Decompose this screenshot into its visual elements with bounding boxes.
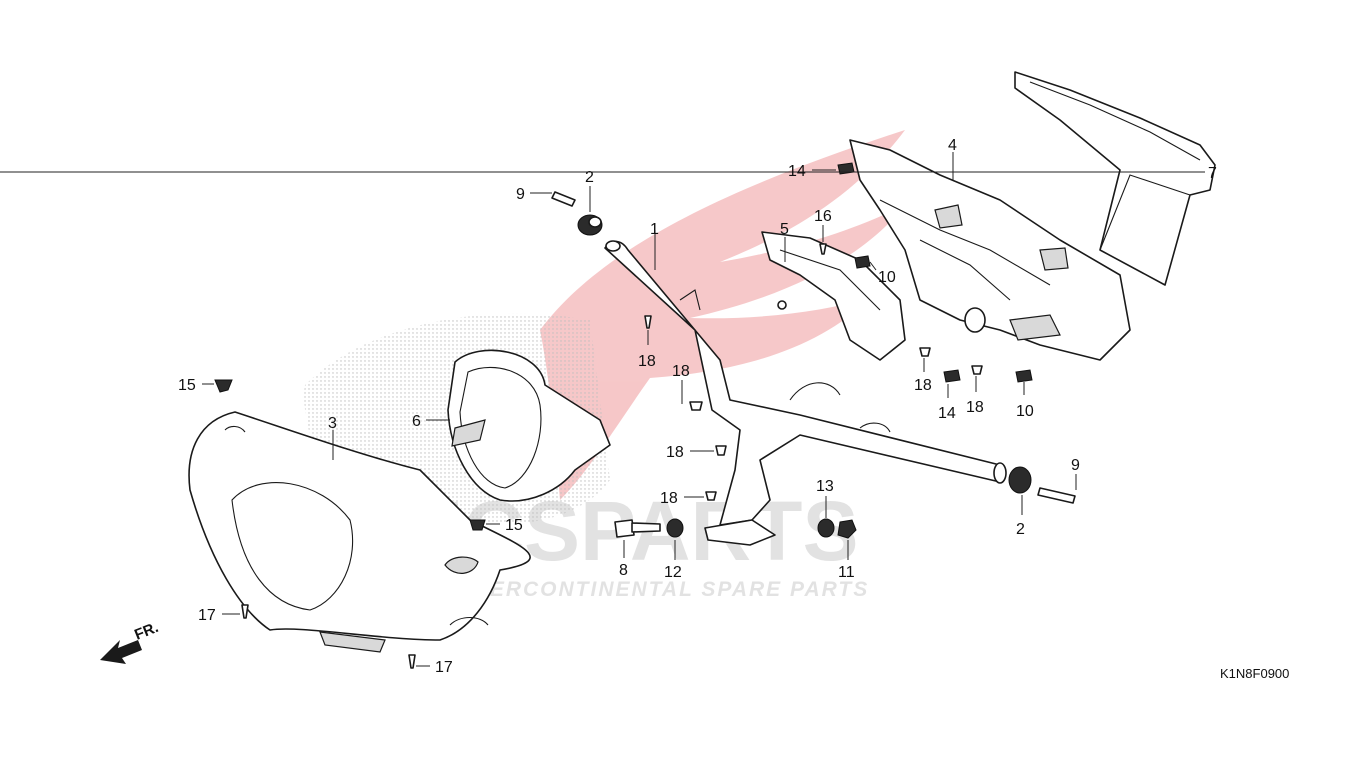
callout-18-a: 18 (638, 353, 656, 370)
diagram-code: K1N8F0900 (1220, 666, 1289, 681)
front-direction-indicator: FR. (100, 619, 161, 664)
callout-16: 16 (814, 208, 832, 225)
callout-17-left: 17 (198, 607, 216, 624)
callout-5: 5 (780, 221, 789, 238)
callout-14-top: 14 (788, 163, 806, 180)
callout-7: 7 (1208, 165, 1217, 182)
callout-10-top: 10 (878, 269, 896, 286)
callout-8: 8 (619, 562, 628, 579)
callout-2-top: 2 (585, 169, 594, 186)
callout-18-c: 18 (666, 444, 684, 461)
callout-3: 3 (328, 415, 337, 432)
callout-18-f: 18 (966, 399, 984, 416)
callout-10-right: 10 (1016, 403, 1034, 420)
callout-14-bottom: 14 (938, 405, 956, 422)
callout-4: 4 (948, 137, 957, 154)
callout-15-center: 15 (505, 517, 523, 534)
rear-handlebar-cover (849, 139, 1131, 361)
callout-15-left: 15 (178, 377, 196, 394)
callout-12: 12 (664, 564, 682, 581)
callout-18-d: 18 (660, 490, 678, 507)
callout-13: 13 (816, 478, 834, 495)
callout-18-e: 18 (914, 377, 932, 394)
callout-17-bottom: 17 (435, 659, 453, 676)
meter-bracket (761, 231, 906, 361)
front-arrow-icon (100, 640, 142, 664)
callout-18-b: 18 (672, 363, 690, 380)
callout-6: 6 (412, 413, 421, 430)
callout-9-top: 9 (516, 186, 525, 203)
fasteners (214, 162, 1076, 669)
callouts: 1 2 2 3 4 5 6 7 8 9 9 10 10 11 12 13 14 … (178, 137, 1217, 676)
top-cover (1014, 71, 1216, 286)
callout-2-right: 2 (1016, 521, 1025, 538)
callout-1: 1 (650, 221, 659, 238)
handlebar (604, 240, 1007, 546)
callout-9-right: 9 (1071, 457, 1080, 474)
inner-cover (447, 349, 611, 502)
leader-lines (0, 152, 1205, 667)
watermark-tagline: INTERCONTINENTAL SPARE PARTS (450, 578, 869, 601)
front-handlebar-cover (188, 411, 531, 653)
callout-11: 11 (838, 564, 855, 581)
front-arrow-label: FR. (132, 619, 161, 644)
